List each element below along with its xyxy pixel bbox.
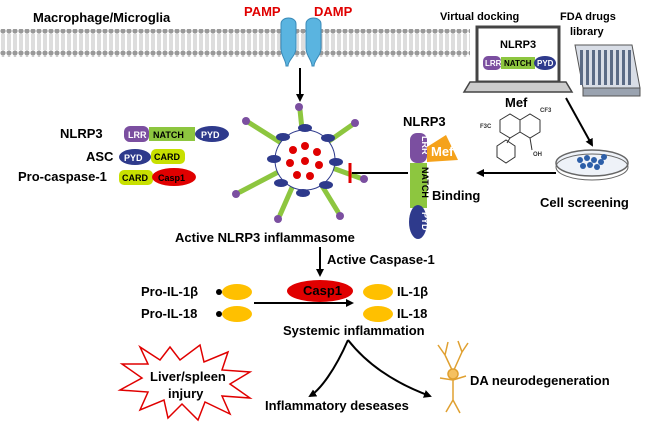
svg-text:LRR: LRR (485, 59, 502, 68)
cell-type-label: Macrophage/Microglia (33, 10, 171, 25)
fda-library-label-2: library (570, 26, 605, 38)
svg-text:OH: OH (533, 152, 542, 158)
cell-membrane (0, 29, 470, 57)
pamp-label: PAMP (244, 4, 281, 19)
pro-cytokine-icon (216, 284, 252, 322)
laptop-icon: NLRP3 LRR NATCH PYD (462, 25, 574, 93)
casp1-enzyme-icon: Casp1 (287, 280, 353, 302)
svg-text:PYD: PYD (420, 212, 430, 231)
svg-text:CARD: CARD (154, 152, 180, 162)
svg-text:NLRP3: NLRP3 (60, 126, 103, 141)
petri-dish-icon (555, 149, 629, 181)
fda-library-label-1: FDA drugs (560, 11, 616, 23)
liver-injury-line2: injury (168, 386, 204, 401)
docking-to-screening-arrow (565, 97, 593, 147)
svg-text:LRR: LRR (420, 136, 430, 155)
svg-text:PYD: PYD (124, 153, 143, 163)
liver-injury-line1: Liver/spleen (150, 369, 226, 384)
il1b-label: IL-1β (397, 284, 428, 299)
active-inflammasome-label: Active NLRP3 inflammasome (175, 230, 355, 245)
svg-text:NATCH: NATCH (420, 167, 430, 198)
divergent-arrows (308, 339, 432, 398)
neuron-icon (437, 340, 469, 414)
svg-text:NATCH: NATCH (504, 59, 532, 68)
drug-library-plate-icon (574, 44, 641, 97)
mature-cytokine-icon (363, 284, 393, 322)
svg-text:NATCH: NATCH (153, 130, 184, 140)
active-caspase-label: Active Caspase-1 (327, 252, 435, 267)
svg-text:PYD: PYD (201, 130, 220, 140)
mefloquine-structure-icon: F3C CF3 OH (480, 108, 552, 164)
svg-text:Pro-caspase-1: Pro-caspase-1 (18, 169, 107, 184)
damp-label: DAMP (314, 4, 353, 19)
cell-screening-label: Cell screening (540, 195, 629, 210)
legend-pro-caspase: Pro-caspase-1 CARD Casp1 (18, 168, 196, 186)
il18-label: IL-18 (397, 306, 427, 321)
legend-nlrp3: NLRP3 LRR NATCH PYD (60, 126, 229, 142)
svg-text:F3C: F3C (480, 124, 492, 130)
receptor-icon (280, 17, 322, 67)
legend-asc: ASC PYD CARD (86, 149, 185, 165)
svg-text:CF3: CF3 (540, 108, 552, 114)
svg-text:Casp1: Casp1 (158, 173, 185, 183)
svg-text:Casp1: Casp1 (303, 283, 342, 298)
svg-text:Mef: Mef (431, 144, 454, 159)
da-neurodegeneration-label: DA neurodegeneration (470, 373, 610, 388)
svg-text:ASC: ASC (86, 149, 114, 164)
inflammatory-diseases-label: Inflammatory deseases (265, 398, 409, 413)
svg-text:PYD: PYD (537, 59, 554, 68)
mef-structure-label: Mef (505, 95, 528, 110)
svg-text:NLRP3: NLRP3 (500, 39, 536, 51)
pro-il1b-label: Pro-IL-1β (141, 284, 198, 299)
binding-label: Binding (432, 188, 480, 203)
injury-burst-icon (117, 343, 253, 422)
binding-nlrp3-label: NLRP3 (403, 114, 446, 129)
svg-text:LRR: LRR (128, 130, 147, 140)
nlrp3-mef-binding-icon: LRR NATCH PYD Mef (409, 133, 458, 239)
pro-il18-label: Pro-IL-18 (141, 306, 197, 321)
systemic-inflammation-label: Systemic inflammation (283, 323, 425, 338)
inflammasome-complex-icon (232, 103, 368, 223)
virtual-docking-label: Virtual docking (440, 11, 519, 23)
svg-text:CARD: CARD (122, 173, 148, 183)
